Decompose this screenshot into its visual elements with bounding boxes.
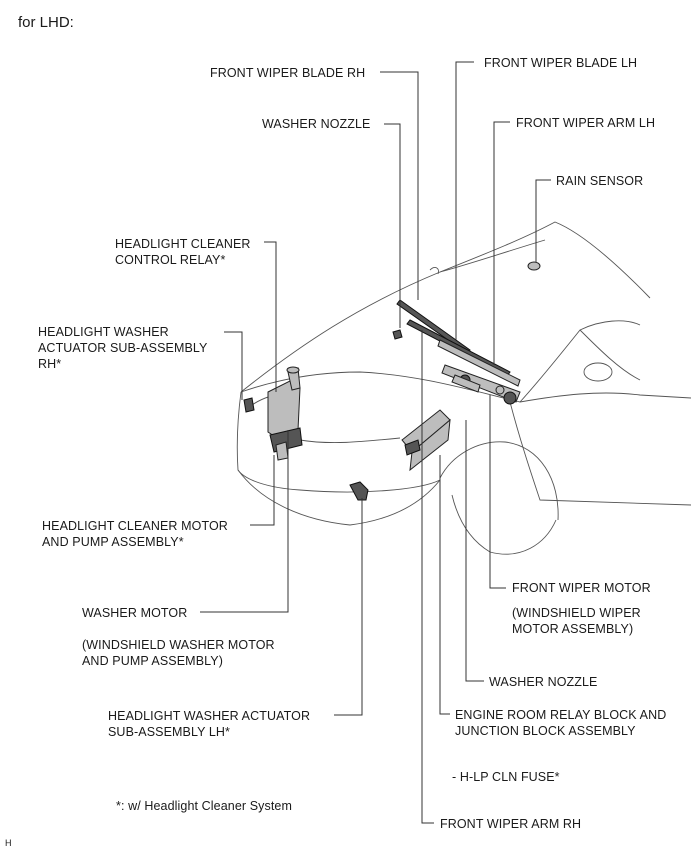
label-wiper-motor-sub-2: MOTOR ASSEMBLY) [512, 622, 634, 636]
label-engine-room-1: ENGINE ROOM RELAY BLOCK AND [455, 708, 667, 722]
rain-sensor-part [527, 261, 541, 271]
label-hl-washer-rh-2: ACTUATOR SUB-ASSEMBLY [38, 341, 208, 355]
footnote: *: w/ Headlight Cleaner System [116, 799, 292, 813]
label-front-wiper-motor: FRONT WIPER MOTOR [512, 581, 651, 595]
label-rain-sensor: RAIN SENSOR [556, 174, 644, 188]
label-hl-washer-lh-2: SUB-ASSEMBLY LH* [108, 725, 231, 739]
leader-lines [200, 61, 551, 824]
label-engine-room-2: JUNCTION BLOCK ASSEMBLY [455, 724, 636, 738]
label-front-wiper-arm-lh: FRONT WIPER ARM LH [516, 116, 656, 130]
label-hlp-fuse: - H-LP CLN FUSE* [452, 770, 560, 784]
label-hl-cleaner-motor-2: AND PUMP ASSEMBLY* [42, 535, 184, 549]
label-front-wiper-blade-rh: FRONT WIPER BLADE RH [210, 66, 366, 80]
label-front-wiper-arm-rh: FRONT WIPER ARM RH [440, 817, 582, 831]
section-header: for LHD: [18, 14, 74, 31]
label-washer-nozzle-top: WASHER NOZZLE [262, 117, 371, 131]
label-washer-motor-sub-1: (WINDSHIELD WASHER MOTOR [82, 638, 275, 652]
label-washer-nozzle-bottom: WASHER NOZZLE [489, 675, 598, 689]
label-headlight-cleaner-relay-1: HEADLIGHT CLEANER [115, 237, 251, 251]
label-wiper-motor-sub-1: (WINDSHIELD WIPER [512, 606, 641, 620]
label-washer-motor-sub-2: AND PUMP ASSEMBLY) [82, 654, 223, 668]
label-washer-motor: WASHER MOTOR [82, 606, 188, 620]
washer-nozzle-top-part [392, 329, 403, 340]
vehicle-outline [236, 221, 691, 555]
hl-washer-rh-part [243, 397, 255, 413]
label-front-wiper-blade-lh: FRONT WIPER BLADE LH [484, 56, 638, 70]
hl-washer-lh-part [349, 481, 369, 501]
figure-code: H [5, 838, 12, 848]
label-hl-cleaner-motor-1: HEADLIGHT CLEANER MOTOR [42, 519, 228, 533]
wiper-assembly [396, 299, 521, 405]
washer-tank [267, 366, 303, 461]
label-headlight-cleaner-relay-2: CONTROL RELAY* [115, 253, 226, 267]
engine-room-relay-block [401, 409, 451, 472]
label-hl-washer-rh-3: RH* [38, 357, 62, 371]
label-hl-washer-rh-1: HEADLIGHT WASHER [38, 325, 169, 339]
label-hl-washer-lh-1: HEADLIGHT WASHER ACTUATOR [108, 709, 311, 723]
